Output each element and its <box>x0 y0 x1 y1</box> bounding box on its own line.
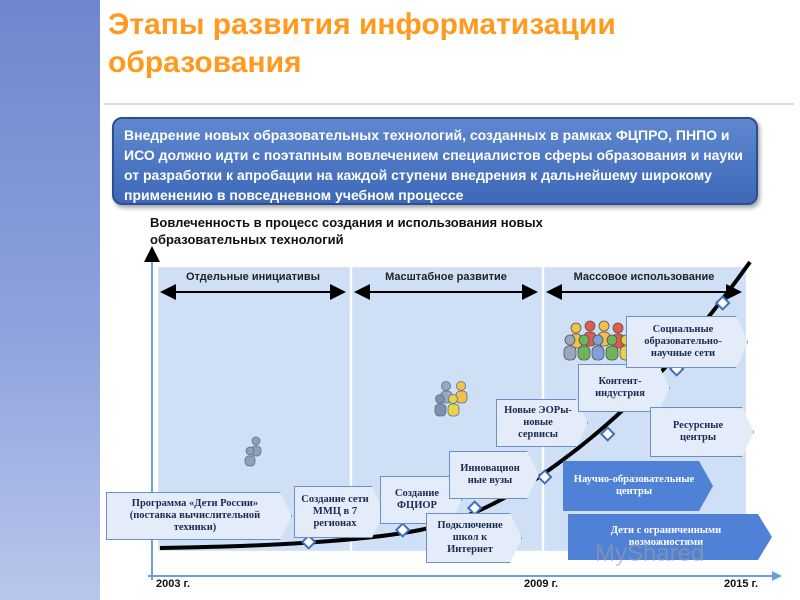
year-label-2003: 2003 г. <box>156 578 191 590</box>
milestone-children-of-russia: Программа «Дети России» (поставка вычисл… <box>106 492 292 540</box>
title-line-2: образования <box>108 46 302 79</box>
milestone-school-internet: Подключение школ к Интернет <box>426 513 522 563</box>
stage-label-1: Отдельные инициативы <box>186 271 320 283</box>
milestone-resource-centers: Ресурсные центры <box>650 407 754 457</box>
milestone-new-eor: Новые ЭОРы-новые сервисы <box>496 399 588 447</box>
title-divider <box>104 103 794 105</box>
year-label-2009: 2009 г. <box>524 578 559 590</box>
people-icon-medium <box>434 381 468 417</box>
curve-marker-5 <box>599 426 616 442</box>
title-line-1: Этапы развития информатизации <box>108 8 616 41</box>
curve-marker-7 <box>714 295 731 311</box>
people-icon-small <box>244 436 262 467</box>
watermark: MyShared <box>595 540 705 567</box>
curve-marker-1 <box>300 534 317 550</box>
curve-marker-2 <box>394 522 411 538</box>
milestone-content-industry: Контент-индустрия <box>578 364 670 412</box>
milestone-social-networks: Социальные образовательно-научные сети <box>626 316 748 368</box>
stage-label-3: Массовое использование <box>573 271 715 283</box>
intro-banner: Внедрение новых образовательных технолог… <box>112 117 758 205</box>
slide-title: Этапы развития информатизации образовани… <box>108 6 788 82</box>
milestone-disabled-children: Дети с ограниченными возможностями <box>568 514 772 560</box>
chart-title: Вовлеченность в процесс создания и испол… <box>150 215 543 247</box>
people-icon-large <box>563 320 633 361</box>
year-label-2015: 2015 г. <box>724 578 759 590</box>
sidebar-decoration <box>0 0 100 600</box>
curve-marker-3 <box>466 500 483 516</box>
milestone-mmc-network: Создание сети ММЦ в 7 регионах <box>294 486 384 538</box>
curve-marker-4 <box>536 469 553 485</box>
stage-label-2: Масштабное развитие <box>385 271 507 283</box>
milestone-innovative-universities: Инновацион ные вузы <box>449 451 539 499</box>
milestone-research-centers: Научно-образовательные центры <box>563 461 713 511</box>
